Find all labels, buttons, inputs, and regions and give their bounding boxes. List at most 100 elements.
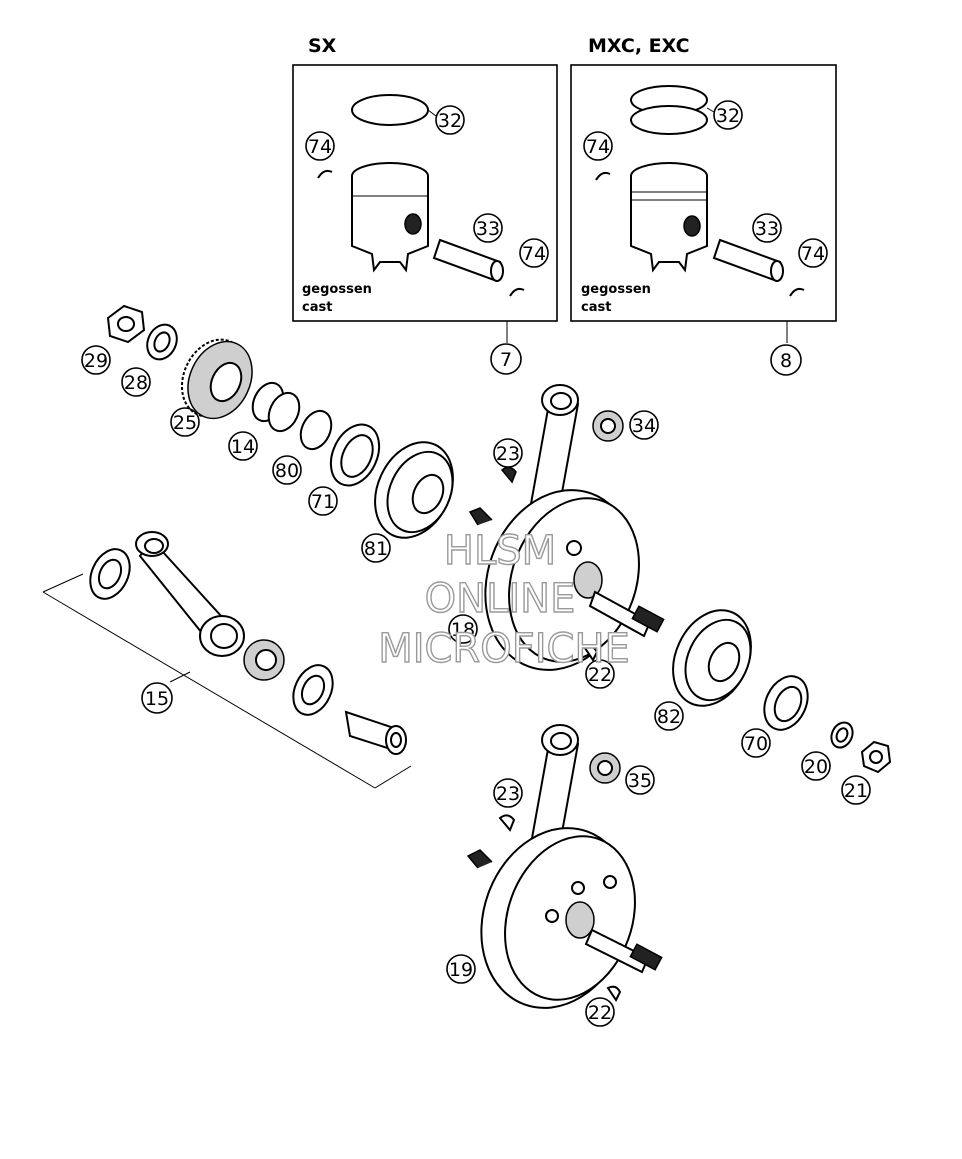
watermark-line-2: ONLINE xyxy=(425,576,576,622)
callout-23-bottom: 23 xyxy=(493,778,523,808)
panel-frame-sx xyxy=(292,64,558,322)
svg-text:74: 74 xyxy=(801,243,825,265)
callout-74-mxc-top: 74 xyxy=(583,131,613,161)
piston-ring-sx xyxy=(351,94,429,126)
callout-22-bottom: 22 xyxy=(585,997,615,1027)
svg-text:29: 29 xyxy=(84,350,108,372)
svg-text:22: 22 xyxy=(588,1002,612,1024)
svg-text:18: 18 xyxy=(451,619,475,641)
washer-left xyxy=(146,323,178,361)
callout-15: 15 xyxy=(141,682,173,714)
svg-text:32: 32 xyxy=(438,110,462,132)
svg-text:23: 23 xyxy=(496,783,520,805)
callout-74-sx-bottom: 74 xyxy=(519,238,549,268)
needle-bearing-bottom xyxy=(589,752,621,784)
svg-text:32: 32 xyxy=(716,105,740,127)
svg-text:82: 82 xyxy=(657,706,681,728)
svg-text:35: 35 xyxy=(628,770,652,792)
caption-en-sx: cast xyxy=(302,300,332,315)
piston-pin-sx xyxy=(432,238,504,282)
woodruff-key-mid xyxy=(583,645,599,662)
bushing xyxy=(251,381,301,433)
svg-text:8: 8 xyxy=(780,350,792,372)
svg-text:74: 74 xyxy=(522,243,546,265)
callout-32-sx: 32 xyxy=(427,105,465,135)
nut-left xyxy=(106,304,146,344)
circlip-mxc-top xyxy=(595,171,611,181)
callout-74-mxc-bottom: 74 xyxy=(798,238,828,268)
svg-text:20: 20 xyxy=(804,756,828,778)
crank-pin xyxy=(344,710,407,755)
svg-text:7: 7 xyxy=(500,349,512,371)
svg-text:28: 28 xyxy=(124,372,148,394)
leader-15 xyxy=(169,671,191,683)
primary-gear xyxy=(180,338,253,420)
svg-text:34: 34 xyxy=(632,415,656,437)
washer-right xyxy=(830,721,854,749)
callout-35: 35 xyxy=(625,765,655,795)
svg-text:81: 81 xyxy=(364,538,388,560)
svg-text:25: 25 xyxy=(173,412,197,434)
callout-34: 34 xyxy=(629,410,659,440)
crankshaft-upper xyxy=(468,384,665,671)
needle-bearing-top xyxy=(592,410,624,442)
caption-de-mxc: gegossen xyxy=(581,282,651,297)
piston-ring-mxc-2 xyxy=(630,105,708,135)
watermark-line-3: MICROFICHE xyxy=(378,626,630,672)
callout-80: 80 xyxy=(272,455,302,485)
callout-25: 25 xyxy=(170,407,200,437)
svg-text:70: 70 xyxy=(744,733,768,755)
svg-text:74: 74 xyxy=(586,136,610,158)
panel-frame-mxc xyxy=(570,64,837,322)
callout-14: 14 xyxy=(228,431,258,461)
callout-70: 70 xyxy=(741,728,771,758)
callout-23-top: 23 xyxy=(493,438,523,468)
watermark-line-1: HLSM xyxy=(444,528,556,574)
needle-bearing-conrod xyxy=(243,639,285,681)
woodruff-key-bottom xyxy=(606,985,622,1002)
woodruff-key-bottom-top xyxy=(498,814,516,832)
piston-sx xyxy=(351,162,429,273)
svg-text:80: 80 xyxy=(275,460,299,482)
callout-71: 71 xyxy=(308,486,338,516)
circlip-sx-top xyxy=(317,169,333,179)
connecting-rod xyxy=(135,531,245,657)
conrod-kit xyxy=(42,531,412,789)
panel-title-mxc: MXC, EXC xyxy=(588,35,690,57)
shaft-seal-left xyxy=(329,423,381,487)
callout-20: 20 xyxy=(801,751,831,781)
crankshaft-lower xyxy=(466,724,663,1009)
piston-kit-mxc-panel: MXC, EXC gegossen cast 32 74 33 74 xyxy=(570,35,837,322)
piston-pin-mxc xyxy=(712,238,784,282)
nut-right xyxy=(860,740,892,774)
callout-19: 19 xyxy=(446,954,476,984)
svg-text:14: 14 xyxy=(231,436,255,458)
callout-32-mxc: 32 xyxy=(706,100,743,130)
thrust-washer-upper xyxy=(89,548,131,600)
svg-text:19: 19 xyxy=(449,959,473,981)
callout-29: 29 xyxy=(81,345,111,375)
svg-text:33: 33 xyxy=(476,218,500,240)
main-bearing-left xyxy=(374,441,454,539)
callout-7: 7 xyxy=(490,343,522,375)
main-bearing-right xyxy=(672,609,752,707)
piston-mxc xyxy=(630,162,708,273)
callout-8: 8 xyxy=(770,344,802,376)
callout-82: 82 xyxy=(654,701,684,731)
shaft-seal-right xyxy=(763,675,809,731)
panel-title-sx: SX xyxy=(308,35,337,57)
svg-text:71: 71 xyxy=(311,491,335,513)
caption-en-mxc: cast xyxy=(581,300,611,315)
callout-22-mid: 22 xyxy=(585,659,615,689)
callout-81: 81 xyxy=(361,533,391,563)
callout-21: 21 xyxy=(841,775,871,805)
callout-33-mxc: 33 xyxy=(752,213,782,243)
svg-text:33: 33 xyxy=(755,218,779,240)
thrust-washer-lower xyxy=(292,664,334,716)
woodruff-key-top xyxy=(500,466,517,484)
callout-18: 18 xyxy=(448,614,478,644)
callout-74-sx-top: 74 xyxy=(305,131,335,161)
svg-text:74: 74 xyxy=(308,136,332,158)
callout-28: 28 xyxy=(121,367,151,397)
